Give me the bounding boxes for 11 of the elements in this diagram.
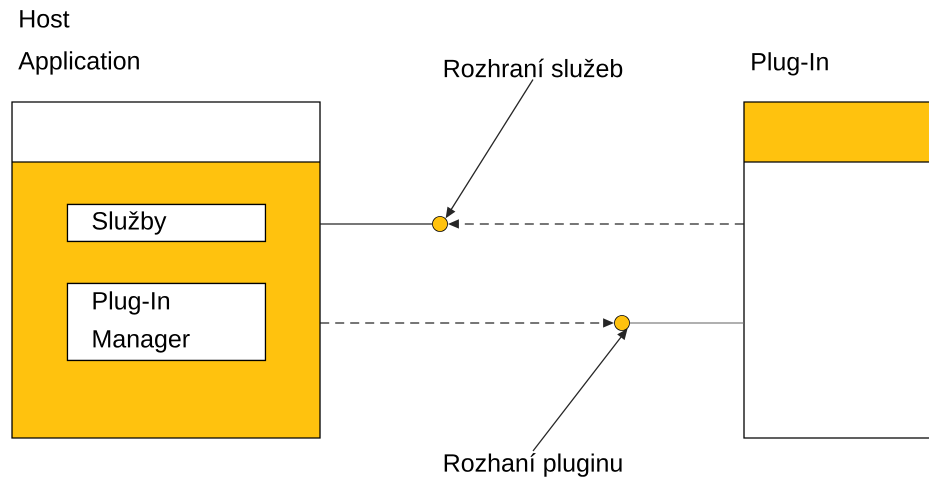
connector [320,223,432,225]
interface-circle [614,315,630,331]
callout-text: Rozhraní služeb [444,58,622,78]
component-box: Plug-In Manager [66,282,266,362]
node-label: Plug-In [752,52,828,76]
component-box: Služby [66,204,266,242]
container-box: Plug-In [743,52,929,439]
interface-circle [432,216,448,232]
connector [630,322,744,324]
node-label: Host Application [18,10,139,75]
callout-text: Rozhaní pluginu [444,453,622,477]
